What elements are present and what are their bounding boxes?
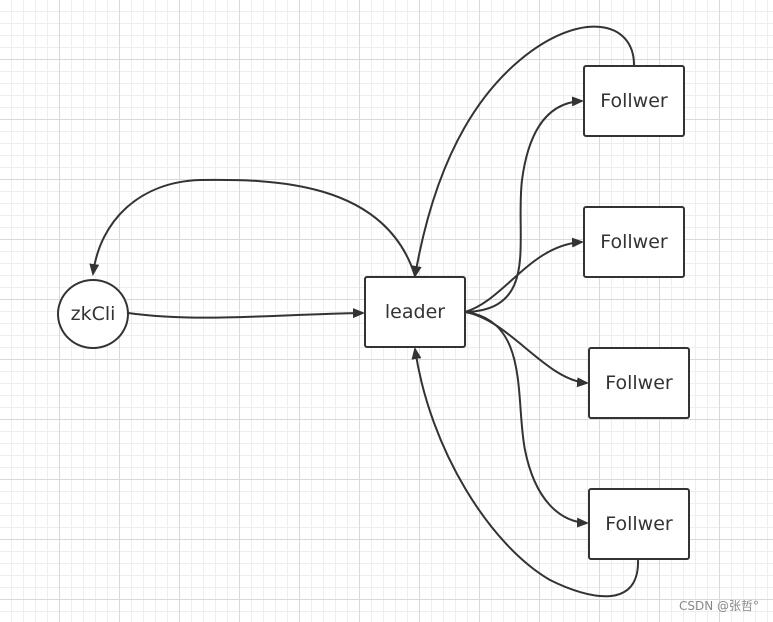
edge-leader-to-follower-3 (464, 311, 589, 388)
follower-node-3: Follwer (588, 347, 690, 419)
zkcli-node: zkCli (57, 279, 129, 349)
follower-label-3: Follwer (605, 372, 673, 394)
edge-leader-to-follower-2 (464, 237, 584, 313)
edge-follower-4-to-leader (411, 347, 640, 598)
follower-node-4: Follwer (588, 488, 690, 560)
leader-node: leader (364, 276, 466, 348)
edge-leader-to-follower-4 (464, 311, 589, 528)
follower-label-4: Follwer (605, 513, 673, 535)
follower-node-1: Follwer (583, 65, 685, 137)
follower-label-1: Follwer (600, 90, 668, 112)
leader-label: leader (384, 301, 446, 323)
edge-leader-to-follower-1 (464, 96, 584, 313)
follower-label-2: Follwer (600, 231, 668, 253)
edge-leader-to-client (89, 178, 416, 277)
watermark-text: CSDN @张哲° (678, 599, 759, 613)
edge-follower-1-to-leader (411, 25, 635, 278)
edge-client-to-leader (127, 308, 365, 319)
zkcli-label: zkCli (70, 303, 116, 325)
follower-node-2: Follwer (583, 206, 685, 278)
